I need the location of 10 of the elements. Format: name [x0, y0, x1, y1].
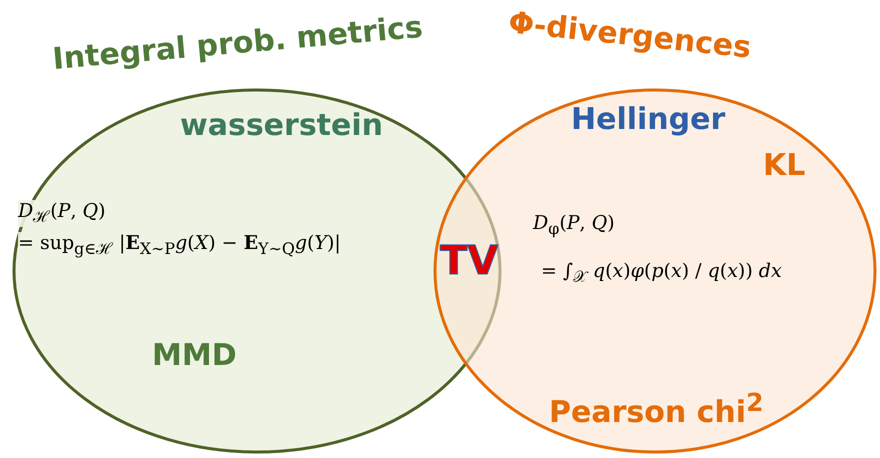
overlap-label: TV: [440, 238, 498, 284]
formula-line: = ∫$_{𝒳}$ q(x)φ(p(x) / q(x)) dx: [541, 260, 782, 286]
metric-name: Hellinger: [571, 102, 726, 137]
metric-name: Pearson chi$^{2}$: [549, 388, 764, 430]
set-title: Φ-divergences: [506, 5, 753, 66]
metric-name: MMD: [152, 338, 237, 373]
metric-name: KL: [763, 148, 806, 183]
metric-name: wasserstein: [180, 108, 383, 143]
formula-line: D$_{φ}$(P, Q): [533, 212, 615, 238]
set-title: Integral prob. metrics: [51, 10, 424, 78]
